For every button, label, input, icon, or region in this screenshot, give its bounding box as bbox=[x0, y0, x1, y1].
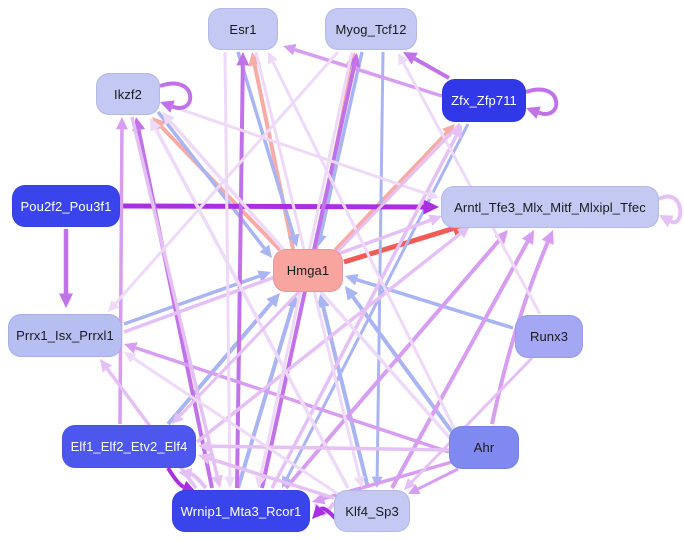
edge-klf4-hmga1 bbox=[321, 306, 370, 489]
arrowhead-ikzf2-arntl bbox=[426, 189, 439, 200]
edge-klf4-arntl bbox=[390, 240, 530, 489]
arrowhead-ahr-klf4 bbox=[408, 484, 421, 494]
edge-zfx-myog bbox=[413, 56, 450, 80]
edge-ikzf2-wrnip1 bbox=[130, 116, 219, 477]
edge-runx3-hmga1 bbox=[356, 277, 514, 330]
arrowhead-elf1-ikzf2 bbox=[115, 117, 128, 130]
edge-klf4-prrx1 bbox=[132, 356, 339, 496]
arrowhead-ahr-ikzf2 bbox=[162, 112, 175, 126]
edge-hmga1-esr1 bbox=[252, 64, 295, 250]
node-elf1[interactable]: Elf1_Elf2_Etv2_Elf4 bbox=[62, 425, 196, 468]
arrowhead-klf4-wrnip1 bbox=[312, 504, 326, 519]
edge-ahr-prrx1 bbox=[135, 346, 450, 454]
node-ikzf2[interactable]: Ikzf2 bbox=[96, 73, 160, 115]
node-esr1[interactable]: Esr1 bbox=[208, 8, 278, 50]
node-pou[interactable]: Pou2f2_Pou3f1 bbox=[12, 185, 120, 227]
arrowhead-arntl-arntl bbox=[659, 215, 674, 228]
edge-elf1-ikzf2 bbox=[118, 129, 124, 425]
arrowhead-esr1-hmga1 bbox=[287, 233, 300, 247]
edge-hmga1-zfx bbox=[333, 131, 448, 252]
edge-myog-hmga1 bbox=[319, 51, 364, 236]
node-zfx[interactable]: Zfx_Zfp711 bbox=[442, 79, 526, 122]
arrowhead-wrnip1-arntl bbox=[494, 230, 508, 245]
arrowhead-pou-prrx1 bbox=[59, 293, 73, 308]
edge-runx3-myog bbox=[402, 62, 542, 315]
arrowhead-klf4-hmga1 bbox=[316, 294, 330, 309]
edge-esr1-hmga1 bbox=[236, 51, 296, 236]
edge-ikzf2-hmga1 bbox=[156, 110, 266, 250]
edge-klf4-ikzf2 bbox=[154, 128, 350, 489]
edge-pou-arntl bbox=[121, 203, 424, 210]
edge-elf1-hmga1 bbox=[166, 301, 273, 426]
arrowhead-ikzf2-hmga1 bbox=[259, 244, 272, 258]
arrowhead-runx3-myog bbox=[398, 53, 409, 66]
arrowhead-runx3-klf4 bbox=[404, 478, 416, 490]
arrowhead-ikzf2-wrnip1 bbox=[211, 474, 223, 488]
arrowhead-klf4-ikzf2 bbox=[150, 118, 162, 132]
edge-ahr-klf4 bbox=[417, 467, 459, 491]
arrowhead-ahr-esr1 bbox=[268, 52, 278, 65]
arrowhead-prrx1-arntl bbox=[428, 214, 442, 226]
node-prrx1[interactable]: Prrx1_Isx_Prrxl1 bbox=[8, 314, 122, 357]
edge-wrnip1-elf1 bbox=[190, 472, 208, 490]
arrowhead-zfx-elf1 bbox=[172, 412, 184, 424]
edge-runx3-klf4 bbox=[410, 356, 534, 483]
edge-myog-prrx1 bbox=[114, 51, 340, 305]
node-myog[interactable]: Myog_Tcf12 bbox=[325, 8, 417, 50]
arrowhead-elf1-hmga1 bbox=[266, 293, 280, 308]
arrowhead-esr1-wrnip1 bbox=[224, 476, 236, 488]
node-klf4[interactable]: Klf4_Sp3 bbox=[334, 490, 410, 532]
edge-elf1-arntl bbox=[195, 232, 462, 444]
edge-arntl-arntl bbox=[658, 194, 683, 225]
arrowhead-klf4-prrx1 bbox=[124, 352, 137, 363]
node-wrnip1[interactable]: Wrnip1_Mta3_Rcor1 bbox=[172, 490, 310, 532]
edge-wrnip1-esr1 bbox=[235, 65, 245, 489]
edge-elf1-wrnip1 bbox=[166, 466, 185, 489]
node-runx3[interactable]: Runx3 bbox=[515, 315, 583, 358]
node-ahr[interactable]: Ahr bbox=[449, 426, 519, 469]
edge-prrx1-hmga1 bbox=[123, 274, 260, 326]
arrowhead-esr1-klf4 bbox=[353, 475, 365, 488]
arrowhead-myog-wrnip1 bbox=[255, 475, 266, 488]
arrowhead-runx3-hmga1 bbox=[345, 273, 359, 286]
arrowhead-wrnip1-prrx1 bbox=[100, 359, 113, 373]
arrowhead-ahr-hmga1 bbox=[345, 286, 359, 301]
node-hmga1[interactable]: Hmga1 bbox=[273, 249, 343, 292]
arrowhead-wrnip1-zfx bbox=[450, 125, 462, 139]
edge-ikzf2-arntl bbox=[161, 101, 429, 196]
arrowhead-myog-prrx1 bbox=[108, 299, 120, 312]
arrowhead-ahr-arntl bbox=[541, 230, 554, 245]
edge-ahr-elf1 bbox=[210, 444, 450, 452]
arrowhead-ahr-prrx1 bbox=[124, 342, 138, 354]
edge-zfx-zfx bbox=[525, 87, 559, 116]
edge-hmga1-arntl bbox=[343, 226, 454, 265]
arrowhead-pou-arntl bbox=[423, 199, 439, 215]
arrowhead-wrnip1-esr1 bbox=[236, 52, 250, 66]
arrowhead-elf1-arntl bbox=[456, 226, 470, 239]
edge-klf4-elf1 bbox=[209, 457, 335, 500]
edge-ikzf2-ikzf2 bbox=[159, 81, 193, 110]
edge-zfx-esr1 bbox=[294, 48, 443, 98]
arrowhead-prrx1-hmga1 bbox=[257, 270, 271, 282]
edge-ahr-esr1 bbox=[271, 61, 457, 431]
node-arntl[interactable]: Arntl_Tfe3_Mlx_Mitf_Mlxipl_Tfec bbox=[441, 186, 659, 228]
arrowhead-elf1-wrnip1 bbox=[181, 480, 196, 493]
arrowhead-klf4-elf1 bbox=[198, 453, 212, 465]
arrowhead-klf4-arntl bbox=[521, 230, 534, 245]
edge-myog-klf4 bbox=[375, 51, 385, 477]
edge-wrnip1-hmga1 bbox=[236, 306, 295, 489]
edge-wrnip1-arntl bbox=[284, 238, 501, 490]
arrowhead-ikzf2-ikzf2 bbox=[160, 100, 175, 113]
edge-zfx-wrnip1 bbox=[285, 123, 470, 479]
arrowhead-ahr-elf1 bbox=[198, 440, 211, 453]
arrowhead-zfx-myog bbox=[403, 52, 418, 65]
arrowhead-zfx-zfx bbox=[526, 106, 541, 119]
arrowhead-zfx-esr1 bbox=[283, 43, 297, 56]
